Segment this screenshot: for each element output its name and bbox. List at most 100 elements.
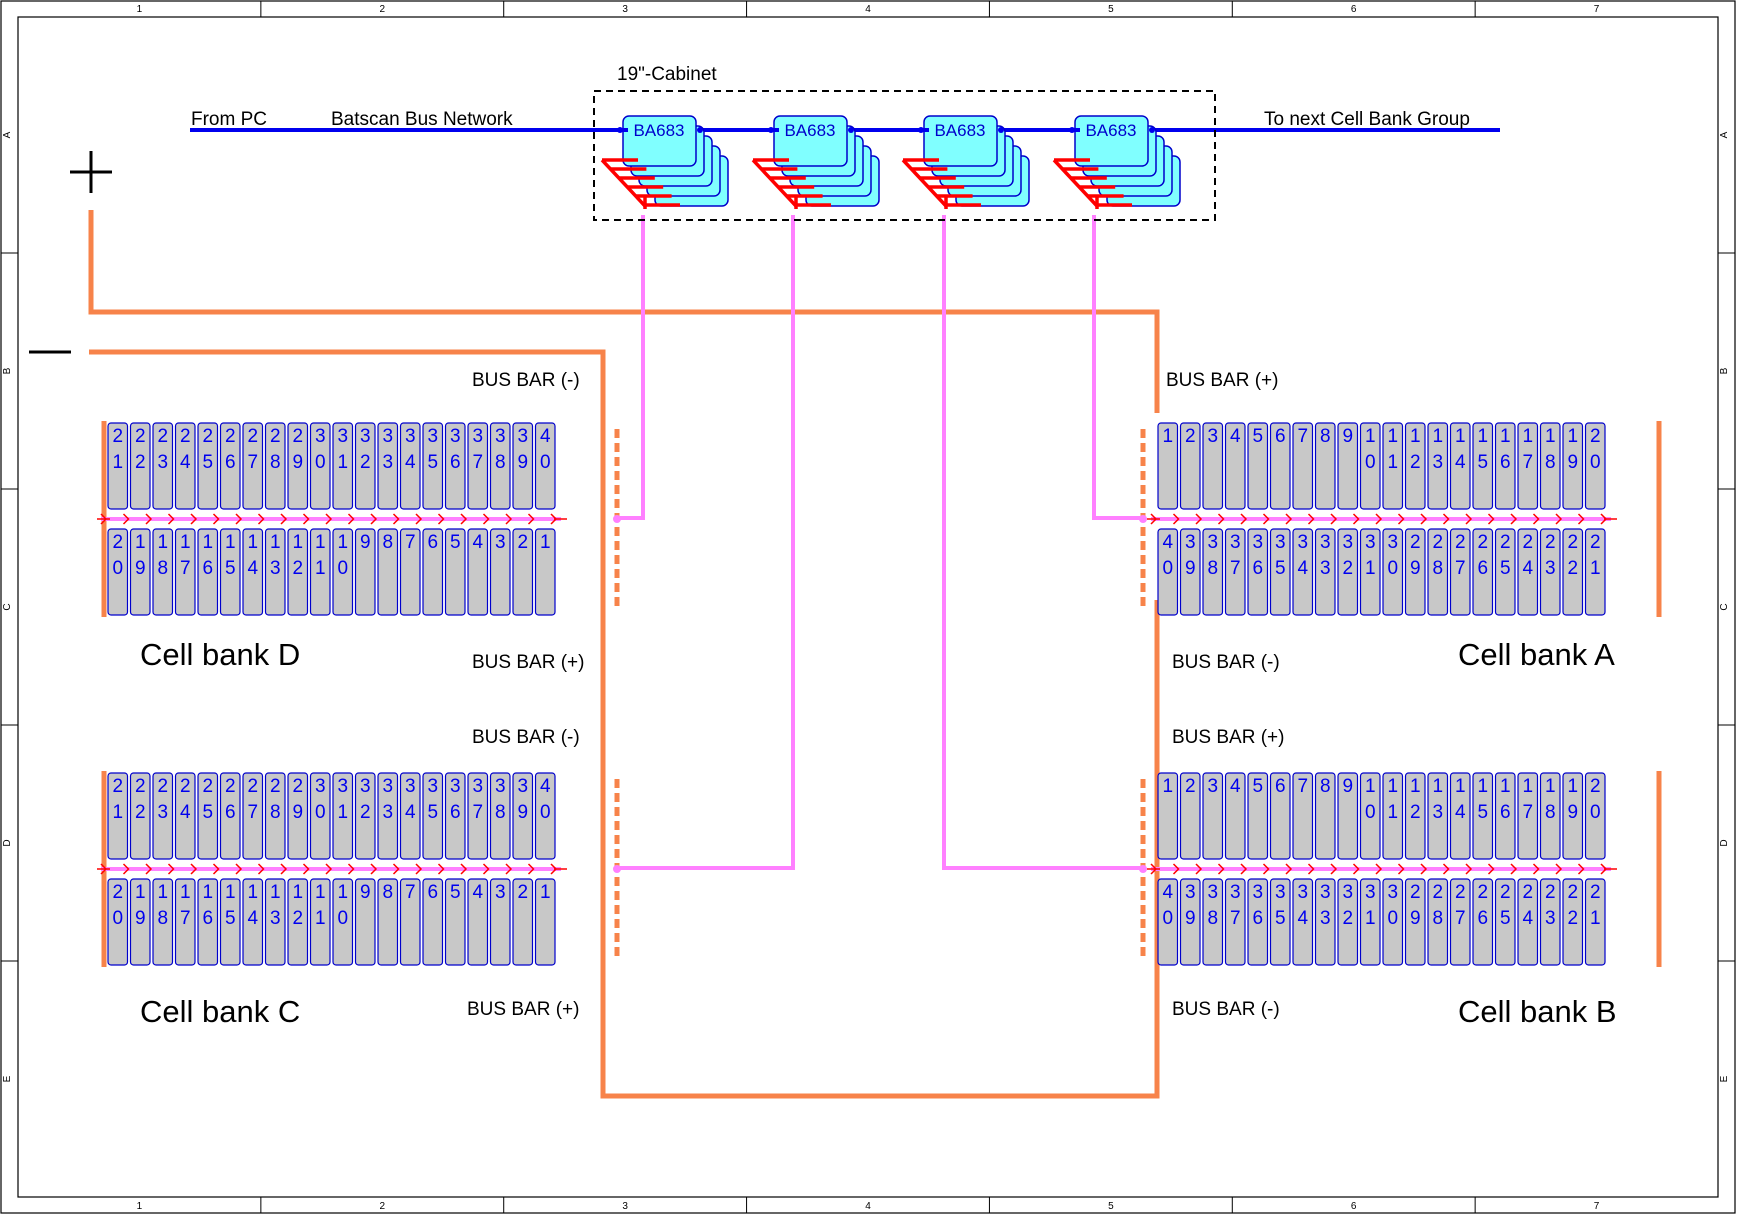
cell-number-digit: 8 [382, 882, 393, 903]
cell-number-digit: 3 [1230, 882, 1241, 903]
cell-body [219, 878, 241, 966]
sense-cable-module-1 [617, 215, 645, 520]
cell-body [1472, 422, 1494, 510]
cell-body [1314, 422, 1336, 510]
cell-body [422, 528, 444, 616]
frame-column-bottom: 3 [622, 1201, 628, 1212]
battery-cell: 5 [444, 528, 466, 616]
sense-tap [1262, 513, 1270, 525]
battery-cell: 34 [1292, 528, 1314, 616]
cell-number-digit: 0 [1387, 908, 1398, 929]
cell-number-digit: 4 [1297, 558, 1308, 579]
cell-body [1292, 422, 1314, 510]
cell-number-digit: 2 [1590, 426, 1601, 447]
cell-body [1449, 772, 1471, 860]
cell-number-digit: 1 [1477, 776, 1488, 797]
cell-number-digit: 3 [1297, 532, 1308, 553]
battery-cell: 32 [354, 772, 376, 860]
frame-column-top: 5 [1108, 4, 1114, 15]
battery-cell: 29 [287, 422, 309, 510]
cell-body [1404, 878, 1426, 966]
sense-tap [1195, 513, 1203, 525]
sense-tap [1307, 513, 1315, 525]
cell-number-digit: 3 [1207, 776, 1218, 797]
cell-number-digit: 3 [1185, 532, 1196, 553]
cell-body [1247, 878, 1269, 966]
cell-body [534, 772, 556, 860]
frame-row-left: A [2, 131, 13, 138]
cell-number-digit: 3 [1230, 532, 1241, 553]
battery-cell: 13 [1427, 422, 1449, 510]
battery-cell: 26 [219, 772, 241, 860]
cell-number-digit: 1 [337, 452, 348, 473]
battery-cell: 20 [1584, 772, 1606, 860]
bank-a-name: Cell bank A [1458, 637, 1615, 672]
cell-body [1427, 878, 1449, 966]
cell-number-digit: 2 [292, 426, 303, 447]
battery-cell: 2 [1179, 422, 1201, 510]
cell-number-digit: 1 [180, 882, 191, 903]
cell-number-digit: 6 [1252, 558, 1263, 579]
battery-cell: 24 [174, 422, 196, 510]
battery-cell: 2 [512, 878, 534, 966]
sense-tap [190, 513, 198, 525]
battery-cell: 30 [309, 772, 331, 860]
battery-cell: 12 [287, 878, 309, 966]
sense-tap [1217, 863, 1225, 875]
cell-body [377, 878, 399, 966]
battery-cell: 27 [242, 772, 264, 860]
cell-body [219, 772, 241, 860]
sense-tap [122, 863, 130, 875]
cell-number-digit: 7 [247, 452, 258, 473]
cell-body [1202, 772, 1224, 860]
bank-c-busbar-bottom: BUS BAR (+) [467, 999, 579, 1020]
sense-tap [460, 513, 468, 525]
cell-number-digit: 3 [360, 776, 371, 797]
cell-number-digit: 3 [1320, 908, 1331, 929]
cell-number-digit: 5 [1275, 908, 1286, 929]
cell-body [399, 528, 421, 616]
sense-tap [1420, 863, 1428, 875]
sense-tap [1352, 863, 1360, 875]
cell-body [1427, 422, 1449, 510]
bus-tap-dot [697, 127, 703, 133]
battery-cell: 15 [1472, 772, 1494, 860]
cell-body [354, 772, 376, 860]
cell-number-digit: 2 [112, 426, 123, 447]
battery-cell: 38 [1202, 528, 1224, 616]
cell-number-digit: 2 [135, 426, 146, 447]
cell-number-digit: 1 [1500, 776, 1511, 797]
cell-number-digit: 9 [1342, 776, 1353, 797]
cell-number-digit: 3 [405, 426, 416, 447]
cell-body [1314, 528, 1336, 616]
bank-a-busbar-bottom: BUS BAR (-) [1172, 652, 1280, 673]
module-card [622, 115, 697, 167]
cell-number-digit: 3 [270, 558, 281, 579]
cell-number-digit: 8 [1320, 776, 1331, 797]
positive-main-cable [88, 210, 1160, 413]
battery-cell: 10 [332, 878, 354, 966]
cell-body [1472, 878, 1494, 966]
battery-cell: 10 [332, 528, 354, 616]
cell-number-digit: 3 [450, 426, 461, 447]
cell-body [1449, 528, 1471, 616]
cell-number-digit: 7 [1230, 558, 1241, 579]
battery-cell: 28 [1427, 878, 1449, 966]
cell-body [1517, 528, 1539, 616]
cell-number-digit: 1 [1500, 426, 1511, 447]
cell-number-digit: 2 [1567, 532, 1578, 553]
battery-cell: 31 [332, 772, 354, 860]
cell-body [152, 878, 174, 966]
cell-body [1382, 772, 1404, 860]
cell-body [242, 878, 264, 966]
cell-number-digit: 2 [1500, 532, 1511, 553]
battery-cell: 4 [1224, 422, 1246, 510]
cell-number-digit: 3 [1320, 532, 1331, 553]
bank-c-busbar-top: BUS BAR (-) [472, 727, 580, 748]
sense-tap [347, 513, 355, 525]
cell-number-digit: 1 [247, 532, 258, 553]
cell-body [174, 528, 196, 616]
cell-number-digit: 5 [1500, 558, 1511, 579]
sense-tap [482, 863, 490, 875]
